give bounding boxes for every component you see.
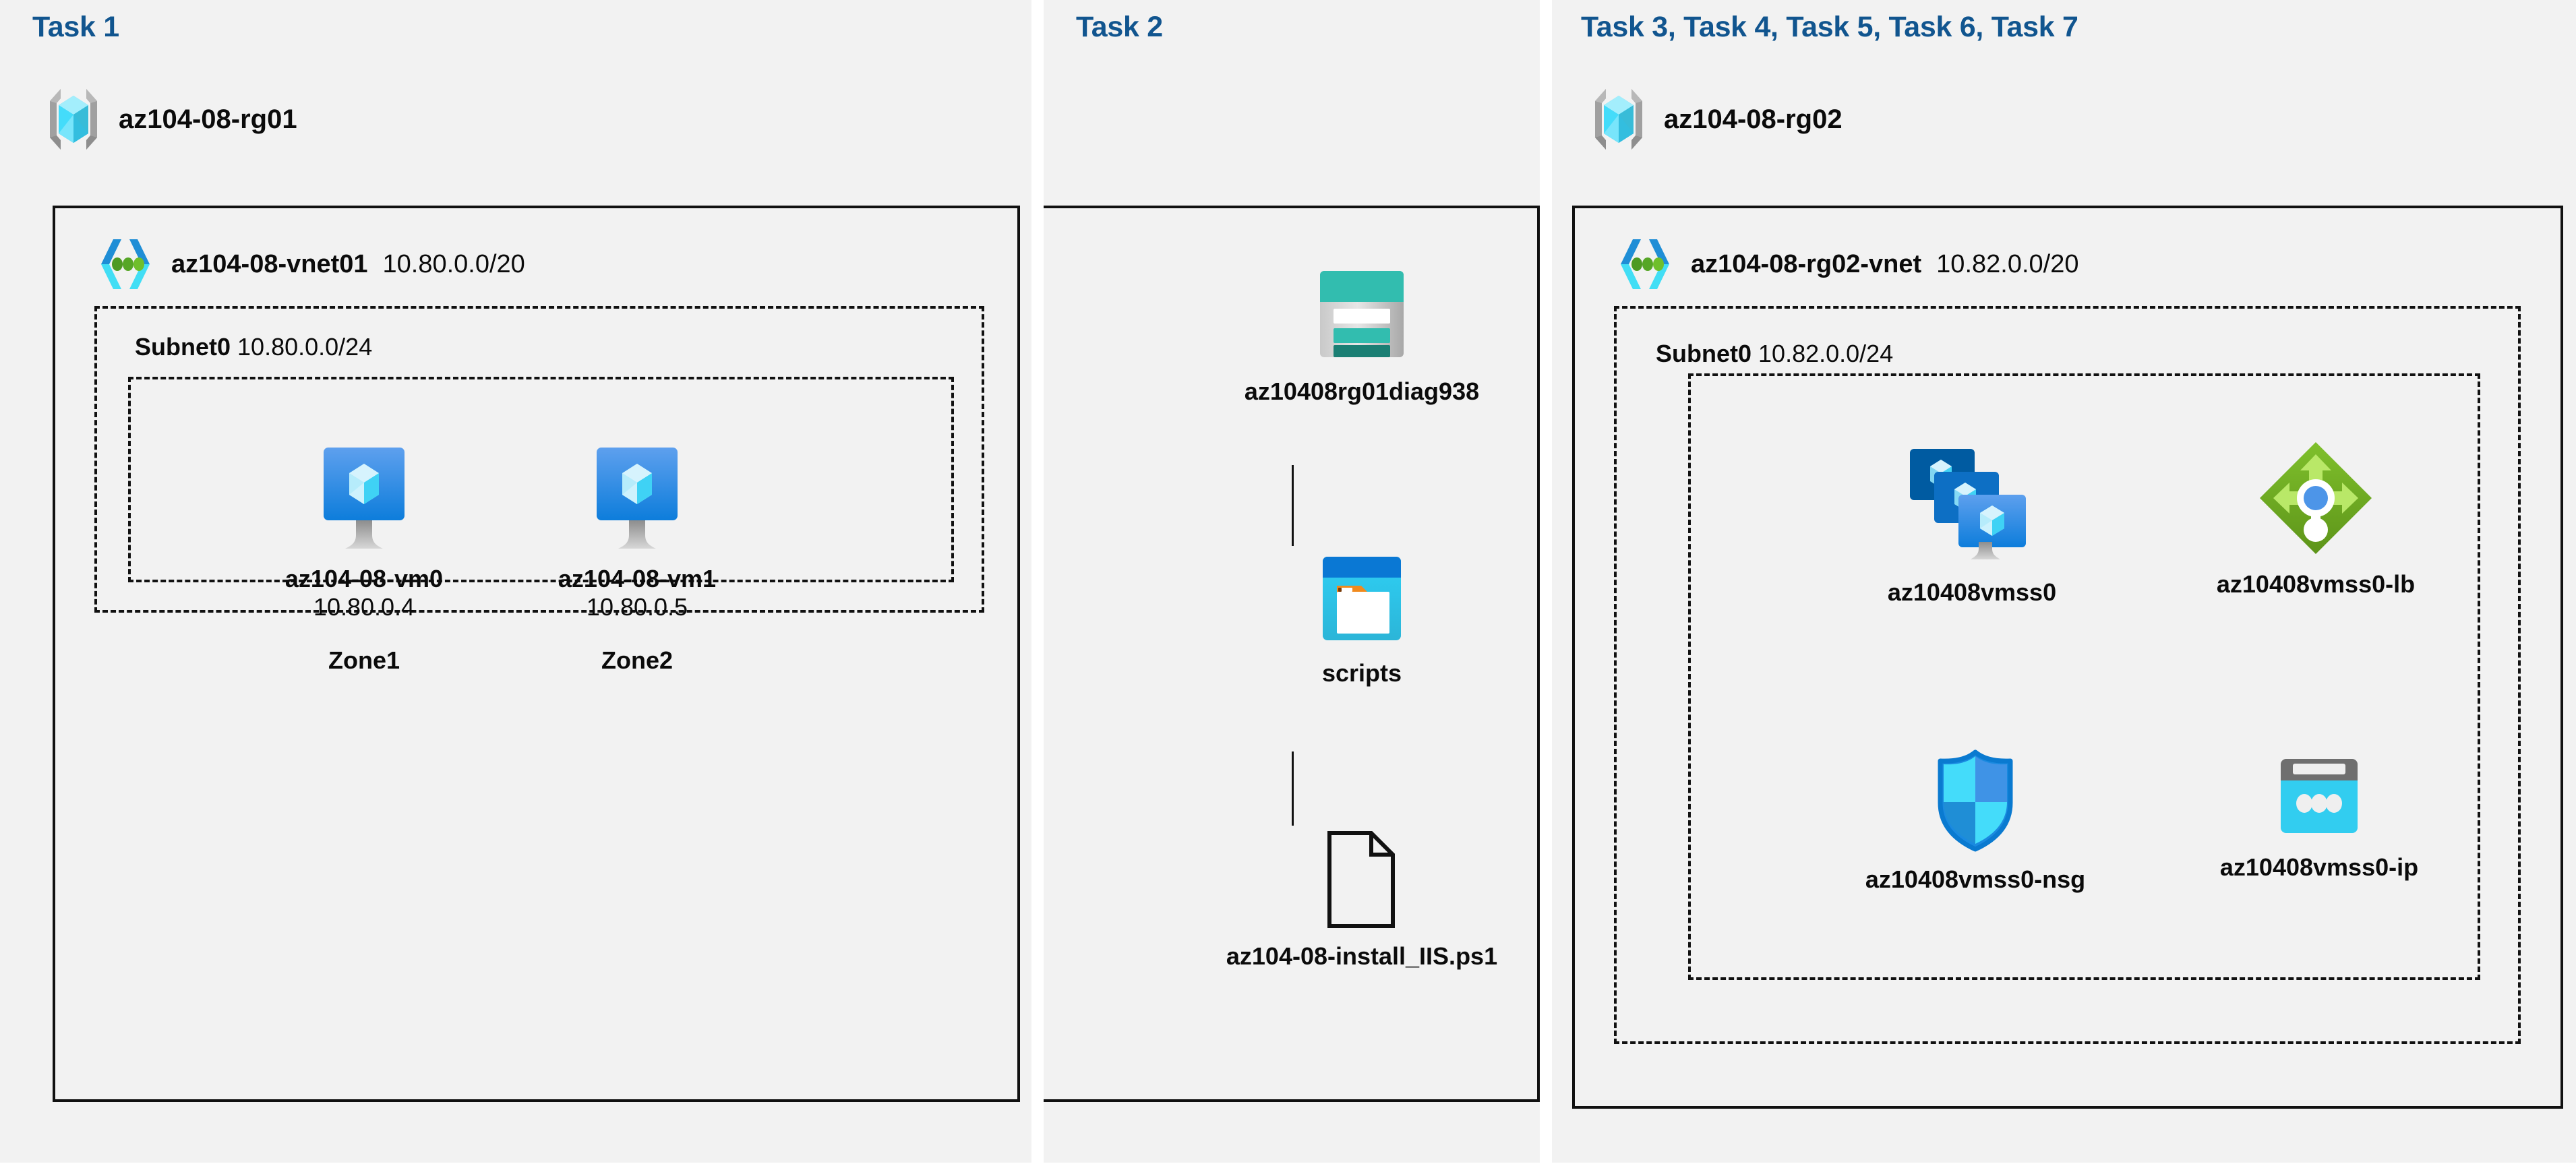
node-vm-scale-set[interactable]: az10408vmss0 bbox=[1814, 445, 2130, 607]
vm-ip: 10.80.0.4 bbox=[313, 593, 415, 621]
task1-label: Task 1 bbox=[32, 11, 119, 43]
virtual-machine-icon bbox=[314, 445, 414, 553]
vm-name: az104-08-vm0 bbox=[284, 565, 444, 592]
vnet-cidr: 10.80.0.0/20 bbox=[382, 249, 525, 278]
node-storage-account[interactable]: az10408rg01diag938 bbox=[1173, 263, 1551, 406]
subnet-box-task1 bbox=[94, 306, 984, 613]
node-script-file[interactable]: az104-08-install_IIS.ps1 bbox=[1092, 829, 1631, 971]
vm-name: az104-08-vm1 bbox=[558, 565, 717, 592]
load-balancer-icon bbox=[2256, 438, 2376, 558]
file-icon bbox=[1323, 829, 1401, 930]
node-load-balancer[interactable]: az10408vmss0-lb bbox=[2154, 438, 2478, 599]
vnet-cidr: 10.82.0.0/20 bbox=[1936, 249, 2079, 278]
public-ip-address-icon bbox=[2274, 755, 2364, 841]
load-balancer-name: az10408vmss0-lb bbox=[2216, 570, 2416, 598]
subnet-inner-box-task1 bbox=[128, 377, 954, 582]
connector-storage-to-container bbox=[1292, 465, 1294, 546]
storage-account-icon bbox=[1311, 263, 1413, 365]
subnet-name: Subnet0 bbox=[1656, 340, 1752, 367]
subnet-label-task1: Subnet0 10.80.0.0/24 bbox=[135, 333, 372, 361]
nsg-name: az10408vmss0-nsg bbox=[1865, 865, 2086, 893]
vnet-box-rg02-vnet: az104-08-rg02-vnet 10.82.0.0/20 Subnet0 … bbox=[1572, 206, 2563, 1109]
public-ip-name: az10408vmss0-ip bbox=[2219, 853, 2419, 881]
resource-group-icon bbox=[1591, 86, 1646, 152]
task2-label: Task 2 bbox=[1076, 11, 1163, 43]
resource-group-name: az104-08-rg01 bbox=[119, 104, 297, 134]
node-network-security-group[interactable]: az10408vmss0-nsg bbox=[1820, 748, 2130, 894]
resource-group-icon bbox=[46, 86, 101, 152]
network-security-group-icon bbox=[1929, 748, 2022, 853]
storage-account-name: az10408rg01diag938 bbox=[1244, 377, 1480, 405]
connector-container-to-file bbox=[1292, 751, 1294, 826]
vnet-header-vnet01: az104-08-vnet01 10.80.0.0/20 bbox=[94, 237, 525, 292]
vnet-box-vnet01: az104-08-vnet01 10.80.0.0/20 Subnet0 10.… bbox=[53, 206, 1020, 1102]
container-name: scripts bbox=[1321, 659, 1402, 687]
resource-group-rg02: az104-08-rg02 bbox=[1591, 86, 1843, 152]
virtual-network-icon bbox=[1614, 237, 1676, 292]
task2-content-box bbox=[1044, 206, 1540, 1102]
task3-label: Task 3, Task 4, Task 5, Task 6, Task 7 bbox=[1581, 11, 2078, 43]
vnet-name: az104-08-rg02-vnet bbox=[1691, 249, 1922, 278]
node-vm1[interactable]: az104-08-vm1 10.80.0.5 Zone2 bbox=[533, 445, 742, 675]
subnet-label-task3: Subnet0 10.82.0.0/24 bbox=[1656, 340, 1893, 368]
resource-group-name: az104-08-rg02 bbox=[1664, 104, 1843, 134]
subnet-name: Subnet0 bbox=[135, 333, 231, 361]
resource-group-rg01: az104-08-rg01 bbox=[46, 86, 297, 152]
virtual-network-icon bbox=[94, 237, 156, 292]
subnet-cidr: 10.82.0.0/24 bbox=[1758, 340, 1894, 367]
virtual-machine-icon bbox=[587, 445, 687, 553]
file-name: az104-08-install_IIS.ps1 bbox=[1226, 942, 1498, 970]
node-public-ip-address[interactable]: az10408vmss0-ip bbox=[2164, 755, 2474, 882]
blob-container-icon bbox=[1312, 553, 1412, 647]
vnet-header-rg02-vnet: az104-08-rg02-vnet 10.82.0.0/20 bbox=[1614, 237, 2078, 292]
subnet-box-task3 bbox=[1614, 306, 2521, 1044]
node-vm0[interactable]: az104-08-vm0 10.80.0.4 Zone1 bbox=[260, 445, 469, 675]
vm-ip: 10.80.0.5 bbox=[586, 593, 688, 621]
subnet-inner-box-task3 bbox=[1688, 373, 2480, 980]
vnet-name: az104-08-vnet01 bbox=[171, 249, 368, 278]
subnet-cidr: 10.80.0.0/24 bbox=[237, 333, 373, 361]
node-blob-container[interactable]: scripts bbox=[1173, 553, 1551, 687]
vm-zone: Zone1 bbox=[328, 646, 400, 674]
vm-scale-set-icon bbox=[1905, 445, 2039, 566]
vmss-name: az10408vmss0 bbox=[1887, 578, 2057, 606]
vm-zone: Zone2 bbox=[601, 646, 673, 674]
